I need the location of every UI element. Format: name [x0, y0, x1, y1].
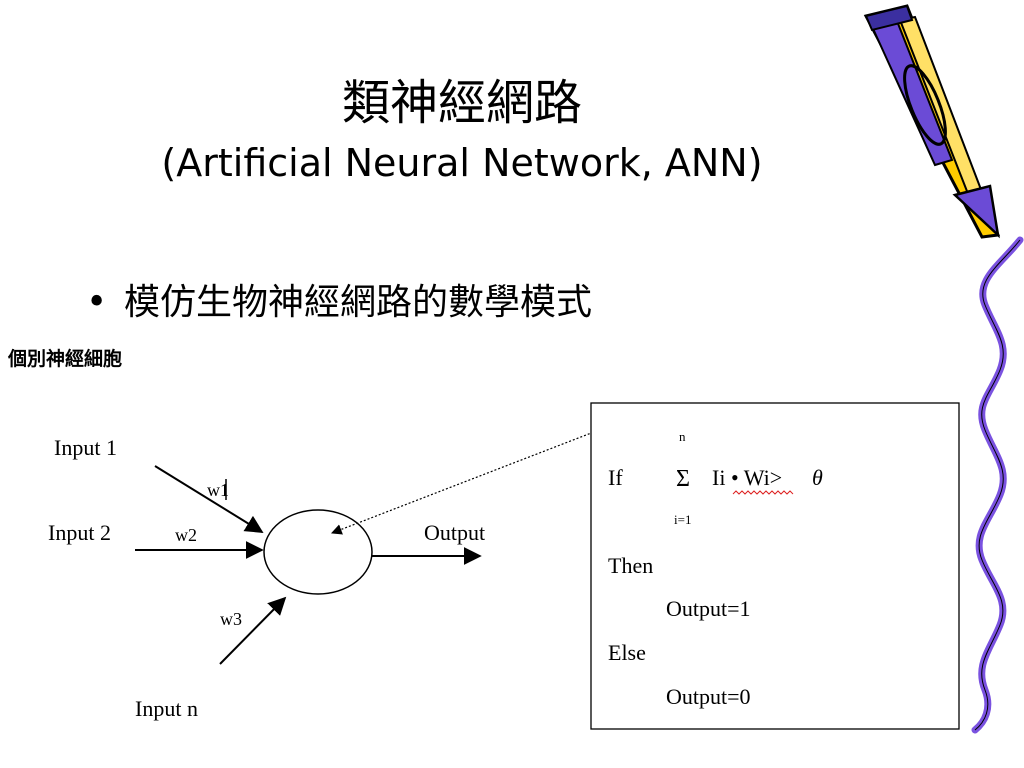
- spellcheck-underline: [732, 490, 794, 495]
- slide-title-english: (Artificial Neural Network, ANN): [161, 141, 763, 185]
- input-1-arrow: [154, 465, 264, 533]
- sum-lower-limit: i=1: [674, 512, 691, 527]
- neuron-diagram: Input 1 Input 2 Input n w1 w2 w3 Output: [48, 424, 613, 721]
- rule-box-border: [590, 402, 960, 730]
- theta-symbol: θ: [812, 465, 823, 490]
- sum-symbol: Σ: [676, 466, 690, 492]
- else-output: Output=0: [666, 684, 751, 709]
- weight-1-label: w1: [207, 480, 229, 500]
- input-1-label: Input 1: [54, 435, 117, 460]
- slide-title-chinese: 類神經網路: [341, 75, 582, 131]
- input-2-label: Input 2: [48, 520, 111, 545]
- else-label: Else: [608, 640, 646, 665]
- dotted-pointer-arrow: [330, 424, 613, 535]
- subheading: 個別神經細胞: [8, 348, 123, 370]
- pencil-decoration-icon: [863, 4, 1001, 239]
- input-n-label: Input n: [135, 696, 198, 721]
- neuron-cell: [263, 509, 373, 595]
- if-label: If: [608, 465, 623, 490]
- then-label: Then: [608, 553, 653, 578]
- bullet-text: 模仿生物神經網路的數學模式: [124, 282, 593, 323]
- activation-rule-box: n If Σ Ii • Wi> θ i=1 Then Output=1 Else…: [590, 402, 960, 730]
- bullet-item: • 模仿生物神經網路的數學模式: [86, 280, 592, 326]
- output-label: Output: [424, 520, 485, 545]
- squiggle-decoration-icon: [971, 236, 1024, 734]
- sum-upper-limit: n: [679, 429, 686, 444]
- weight-2-label: w2: [175, 525, 197, 545]
- then-output: Output=1: [666, 596, 751, 621]
- input-n-arrow: [219, 596, 287, 665]
- squiggle-outline: [974, 239, 1021, 731]
- bullet-dot: •: [86, 282, 108, 323]
- condition-text: Ii • Wi>: [712, 465, 782, 490]
- weight-3-label: w3: [220, 609, 242, 629]
